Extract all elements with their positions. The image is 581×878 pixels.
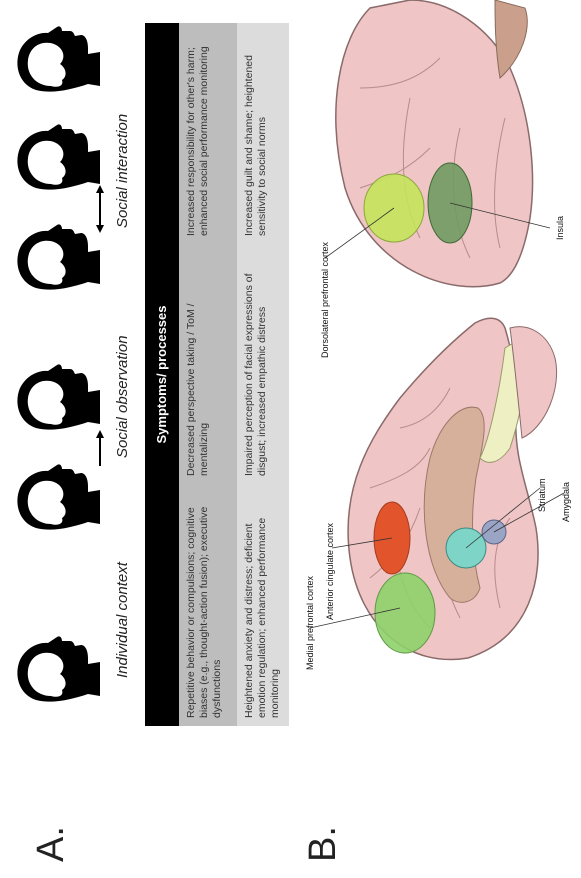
panel-b-label: B. <box>302 826 345 862</box>
table-cell: Heightened anxiety and distress; deficie… <box>243 503 282 718</box>
panel-a-label: A. <box>30 826 73 862</box>
label-amygdala: Amygdala <box>561 482 571 522</box>
table-cell: Decreased perspective taking / ToM / men… <box>185 261 211 476</box>
table-cell: Impaired perception of facial expression… <box>243 261 269 476</box>
head-interaction-a-icon <box>17 224 100 289</box>
label-striatum: Striatum <box>537 478 547 512</box>
table-row: Heightened anxiety and distress; deficie… <box>237 23 289 726</box>
arrow-icon <box>96 430 104 466</box>
context-interaction: Social interaction <box>114 114 131 228</box>
label-mpfc: Medial prefrontal cortex <box>305 576 315 670</box>
table-cell: Increased responsibility for other's har… <box>185 31 211 236</box>
label-dlpfc: Dorsolateral prefrontal cortex <box>320 242 330 358</box>
symptoms-table: Symptoms/ processes Repetitive behavior … <box>145 23 289 726</box>
label-acc: Anterior cingulate cortex <box>325 523 335 620</box>
table-cell: Increased guilt and shame; heightened se… <box>243 31 269 236</box>
heads-row <box>0 0 115 738</box>
brain-illustrations <box>300 0 581 688</box>
head-interaction-b-icon <box>17 124 100 189</box>
head-individual-icon <box>17 636 100 701</box>
lateral-brain-view <box>336 0 533 287</box>
table-row: Repetitive behavior or compulsions; cogn… <box>179 23 237 726</box>
medial-brain-view <box>348 318 557 659</box>
lateral-cerebellum <box>495 0 527 78</box>
context-observation: Social observation <box>114 335 131 458</box>
mpfc-region <box>375 573 435 653</box>
table-cell: Repetitive behavior or compulsions; cogn… <box>185 503 224 718</box>
head-interaction-c-icon <box>17 26 100 91</box>
context-individual: Individual context <box>114 562 131 678</box>
double-arrow-icon <box>96 185 104 233</box>
head-observed-icon <box>17 364 100 429</box>
table-header: Symptoms/ processes <box>145 23 179 726</box>
head-observer-icon <box>17 464 100 529</box>
label-insula: Insula <box>555 216 565 240</box>
